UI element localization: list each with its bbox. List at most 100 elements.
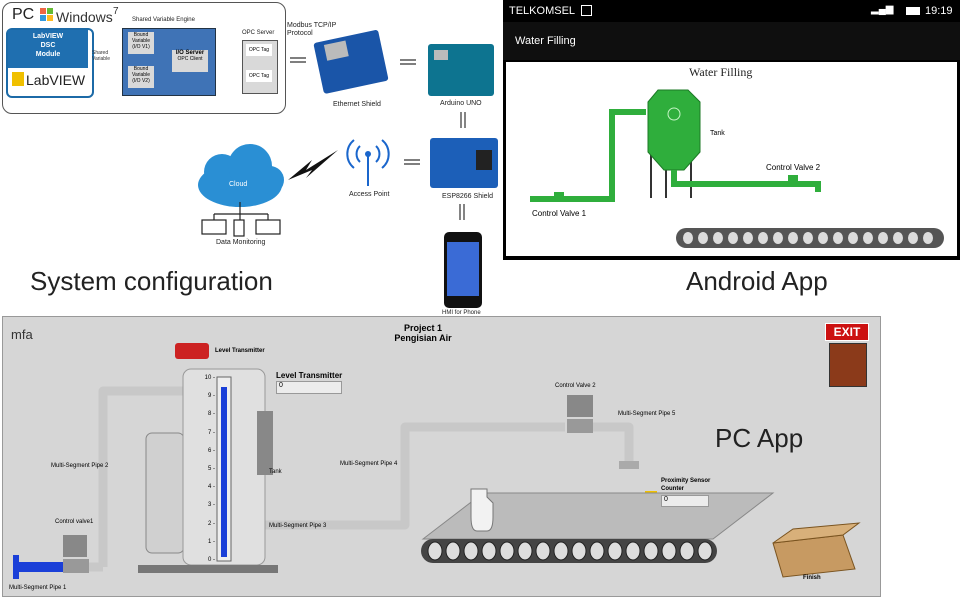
- wireless-lightning-icon: [288, 150, 338, 180]
- level-transmitter-label: Level Transmitter: [276, 371, 343, 380]
- multi-segment-pipe-2: [98, 386, 183, 567]
- conveyor-roller: [697, 541, 713, 561]
- exchange-arrow-arduino-esp: [460, 112, 466, 128]
- cloud-label: Cloud: [229, 181, 248, 188]
- conveyor-roller: [589, 541, 605, 561]
- android-conveyor-roller: [758, 232, 768, 244]
- exchange-arrow-esp-phone: [459, 204, 465, 220]
- mfa-label: mfa: [11, 327, 33, 342]
- pc-process-graphics: [13, 343, 861, 579]
- android-hmi-screen: Water Filling Tank Control Valve 1 Contr…: [506, 62, 957, 256]
- proximity-sensor-value: 0: [661, 495, 709, 507]
- conveyor-roller: [445, 541, 461, 561]
- labview-dsc-module: LabVIEW DSC Module: [8, 30, 88, 68]
- conveyor-roller: [535, 541, 551, 561]
- project-title: Project 1 Pengisian Air: [363, 323, 483, 343]
- pipe-2-label: Multi-Segment Pipe 2: [51, 463, 109, 469]
- android-valve2-label: Control Valve 2: [766, 163, 821, 172]
- cloud-icon: [198, 144, 284, 207]
- opc-tag-1: OPC Tag: [246, 44, 272, 56]
- android-conveyor-roller: [728, 232, 738, 244]
- pc-app-caption: PC App: [715, 423, 804, 453]
- conveyor-roller: [625, 541, 641, 561]
- android-conveyor-roller: [788, 232, 798, 244]
- android-valve1-label: Control Valve 1: [532, 209, 587, 218]
- data-monitoring-devices-icon: [201, 202, 281, 237]
- android-app-caption: Android App: [686, 266, 828, 296]
- scale-tick-label: 1 -: [207, 538, 215, 545]
- bound-variable-1: Bound Variable (I/O V1): [128, 32, 154, 54]
- level-scale: 10 -9 -8 -7 -6 -5 -4 -3 -2 -1 -0 -: [201, 375, 215, 565]
- multi-segment-pipe-4: [265, 422, 565, 530]
- conveyor-roller: [661, 541, 677, 561]
- android-conveyor-roller: [923, 232, 933, 244]
- exit-button[interactable]: EXIT: [825, 323, 869, 341]
- sve-title: Shared Variable Engine: [132, 17, 195, 23]
- android-process-graphics: [530, 89, 944, 248]
- io-server-box: I/O Server OPC Client: [172, 50, 208, 72]
- scale-tick-label: 4 -: [207, 484, 215, 491]
- scale-tick-label: 2 -: [207, 520, 215, 527]
- android-conveyor-roller: [818, 232, 828, 244]
- windows-logo-icon: [40, 8, 54, 22]
- exchange-arrow-ap-esp: [404, 159, 420, 165]
- android-tank-label: Tank: [710, 130, 725, 137]
- level-transmitter-value: 0: [276, 381, 342, 394]
- android-conveyor-roller: [848, 232, 858, 244]
- finish-label: Finish: [803, 575, 821, 581]
- control-valve-2-icon: [788, 175, 798, 183]
- project-title-line2: Pengisian Air: [394, 333, 452, 343]
- pipe-4-label: Multi-Segment Pipe 4: [340, 461, 398, 467]
- clock: 19:19: [925, 5, 953, 17]
- level-transmitter-top-label: Level Transmitter: [215, 348, 265, 354]
- carrier-label: TELKOMSEL: [509, 5, 576, 17]
- io-server-label: I/O Server: [175, 50, 205, 56]
- level-indicator-fill: [221, 387, 227, 557]
- shared-variable-label: Shared Variable: [92, 50, 110, 62]
- signal-icon: ▂▄▆: [871, 4, 894, 15]
- android-conveyor-roller: [863, 232, 873, 244]
- conveyor-rollers: [427, 541, 713, 561]
- windows-label: Windows: [56, 9, 113, 25]
- bound-variable-2: Bound Variable (I/O V2): [128, 66, 154, 88]
- data-monitoring-label: Data Monitoring: [216, 239, 266, 246]
- android-conveyor-roller: [803, 232, 813, 244]
- scale-tick-label: 3 -: [207, 502, 215, 509]
- labview-brand: LabVIEW: [26, 72, 86, 88]
- conveyor-roller: [571, 541, 587, 561]
- exchange-arrow-ethernet-arduino: [400, 59, 416, 65]
- scale-tick-label: 8 -: [207, 411, 215, 418]
- network-diagram-graphics: [198, 30, 498, 308]
- access-point-icon: [346, 139, 390, 186]
- scale-tick-label: 6 -: [207, 447, 215, 454]
- conveyor-roller: [643, 541, 659, 561]
- multi-segment-pipe-5: [593, 422, 634, 465]
- scale-tick-label: 0 -: [207, 557, 215, 563]
- project-title-line1: Project 1: [403, 323, 443, 333]
- exit-door-icon[interactable]: [829, 343, 867, 387]
- windows-version: 7: [113, 6, 119, 17]
- android-app-screenshot: TELKOMSEL ▂▄▆ 19:19 Water Filling Water …: [503, 0, 960, 260]
- android-conveyor-roller: [683, 232, 693, 244]
- tank-side-panel: [257, 411, 273, 475]
- android-conveyor-roller: [713, 232, 723, 244]
- conveyor-roller: [499, 541, 515, 561]
- access-point-label: Access Point: [349, 191, 390, 198]
- control-valve-2-label: Control Valve 2: [555, 383, 596, 389]
- status-bar: TELKOMSEL ▂▄▆ 19:19: [503, 0, 960, 22]
- labview-logo-icon: [12, 72, 24, 86]
- fill-nozzle: [619, 461, 639, 469]
- tank-base: [138, 565, 278, 573]
- outlet-pipe: [671, 170, 821, 192]
- opc-server-title: OPC Server: [242, 30, 275, 36]
- control-valve-1-icon: [63, 535, 87, 557]
- android-conveyor-roller: [878, 232, 888, 244]
- pipe-1-label: Multi-Segment Pipe 1: [9, 585, 67, 591]
- battery-icon: [906, 7, 920, 15]
- scale-tick-label: 10 -: [204, 375, 215, 381]
- opc-tag-2: OPC Tag: [246, 70, 272, 82]
- scale-tick-label: 9 -: [207, 393, 215, 400]
- secondary-tank: [145, 432, 185, 554]
- conveyor-roller: [427, 541, 443, 561]
- android-conveyor-roller: [698, 232, 708, 244]
